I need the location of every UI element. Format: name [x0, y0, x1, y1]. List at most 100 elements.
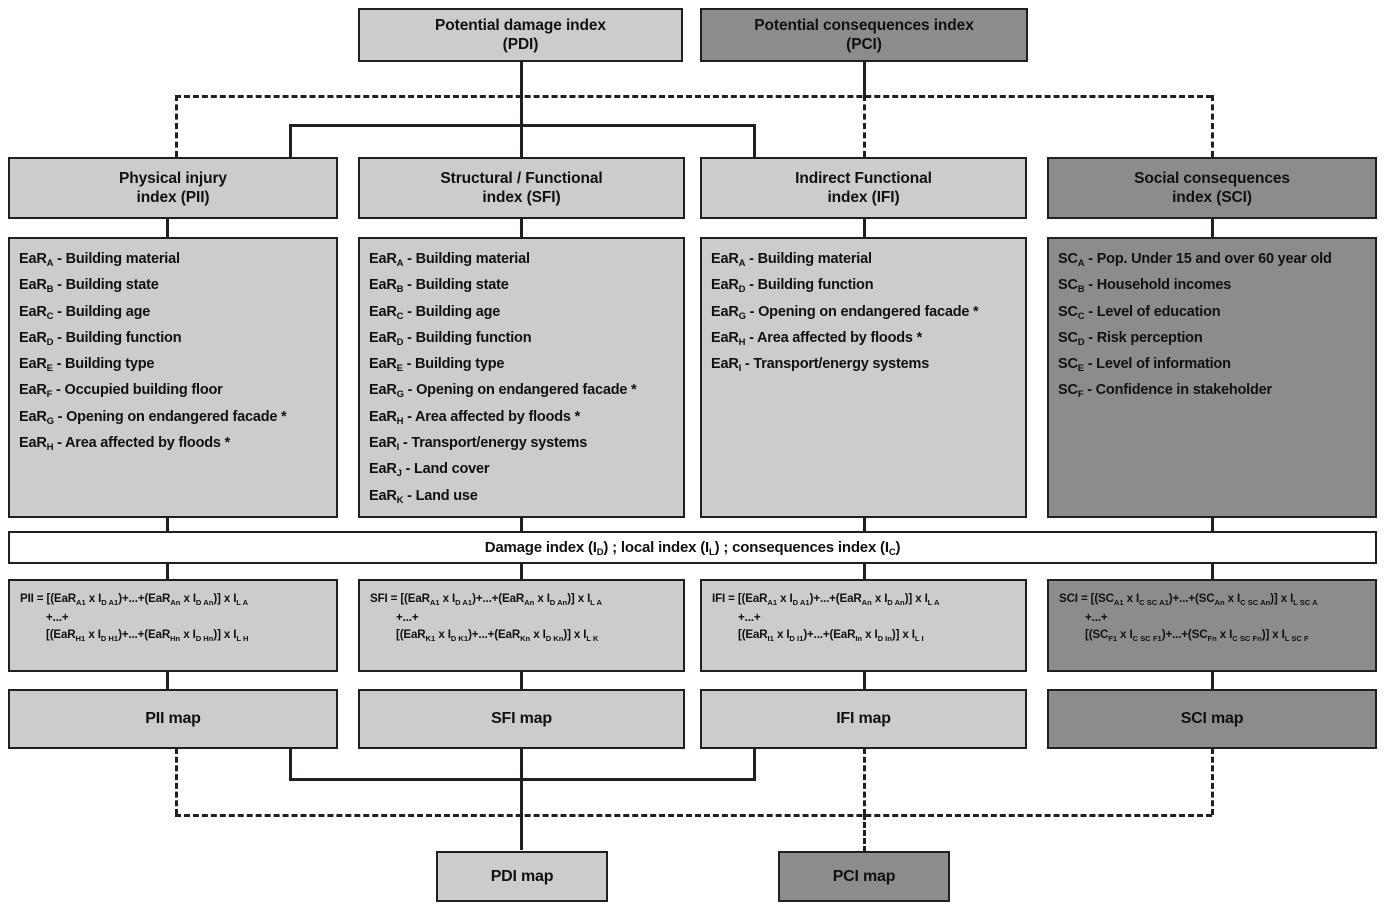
indicator-label: - Occupied building floor — [52, 382, 223, 399]
indicator-subscript: C — [396, 310, 404, 322]
connector-solid-bracket-right — [753, 124, 756, 157]
indicator-code: EaR — [369, 408, 397, 425]
connector-pii-list-to-banner — [166, 518, 169, 533]
indicator-label: - Transport/energy systems — [741, 356, 930, 373]
connector-dashed-up-ifi-map — [863, 748, 866, 815]
node-sfi-map[interactable]: SFI map — [358, 689, 685, 749]
indicator-subscript: I — [738, 363, 742, 375]
list-item: EaRA - Building material — [711, 247, 1025, 273]
node-pci-map[interactable]: PCI map — [778, 851, 950, 902]
formula-text: x I — [1123, 592, 1140, 605]
connector-ifi-header-to-list — [863, 218, 866, 238]
indicator-subscript: F — [1077, 389, 1084, 401]
formula-sub: D An — [887, 597, 905, 607]
connector-ifi-formula-to-map — [863, 672, 866, 690]
indicator-label: - Area affected by floods * — [53, 435, 231, 452]
banner-sub: L — [709, 547, 715, 558]
formula-text: x I — [862, 628, 878, 641]
indicator-label: - Transport/energy systems — [399, 435, 588, 452]
list-sci-indicators: SCA - Pop. Under 15 and over 60 year old… — [1047, 237, 1377, 518]
connector-banner-to-sfi-formula — [520, 562, 523, 580]
node-sci-header[interactable]: Social consequences index (SCI) — [1047, 157, 1377, 219]
indicator-subscript: C — [46, 310, 54, 322]
node-pdi-map[interactable]: PDI map — [436, 851, 608, 902]
indicator-code: EaR — [19, 277, 47, 294]
connector-pii-header-to-list — [166, 218, 169, 238]
formula-text: +...+ — [738, 610, 761, 624]
index-definition-banner: Damage index (ID) ; local index (IL) ; c… — [8, 531, 1377, 564]
formula-sub: An — [524, 597, 535, 607]
node-pci[interactable]: Potential consequences index (PCI) — [700, 8, 1028, 62]
list-item: EaRG - Opening on endangered facade * — [711, 300, 1025, 326]
indicator-label: - Building function — [403, 329, 532, 346]
formula-sub: L H — [236, 633, 249, 643]
list-item: EaRK - Land use — [369, 484, 683, 510]
indicator-subscript: G — [396, 389, 404, 401]
indicator-label: - Opening on endangered facade * — [745, 303, 979, 320]
formula-text: [(SC — [1085, 628, 1109, 641]
indicator-label: - Building state — [53, 277, 159, 294]
formula-text: )+...+(EaR — [468, 628, 521, 641]
formula-sub: A1 — [767, 597, 778, 607]
formula-sub: L A — [236, 597, 249, 607]
indicator-code: SC — [1058, 382, 1078, 399]
formula-text: )] x I — [213, 628, 237, 641]
formula-sub: K1 — [425, 633, 436, 643]
formula-text: )] x I — [904, 592, 928, 605]
indicator-code: EaR — [369, 356, 397, 373]
list-item: SCA - Pop. Under 15 and over 60 year old — [1058, 247, 1375, 273]
node-pii-header[interactable]: Physical injury index (PII) — [8, 157, 338, 219]
indicator-code: SC — [1058, 356, 1078, 373]
connector-sci-formula-to-map — [1211, 672, 1214, 690]
formula-sub: D I1 — [789, 633, 804, 643]
indicator-label: - Building material — [745, 251, 872, 267]
node-pii-map-label: PII map — [145, 710, 201, 727]
indicator-label: - Opening on endangered facade * — [403, 382, 637, 399]
formula-text: x I — [85, 628, 101, 641]
indicator-code: EaR — [711, 303, 739, 320]
list-item: EaRH - Area affected by floods * — [369, 405, 683, 431]
formula-text: x I — [773, 628, 790, 641]
list-item: EaRI - Transport/energy systems — [369, 431, 683, 457]
node-pii-map[interactable]: PII map — [8, 689, 338, 749]
list-item: EaRD - Building function — [711, 273, 1025, 299]
indicator-subscript: A — [46, 258, 54, 269]
banner-text: ) ; local index (I — [603, 539, 709, 556]
indicator-code: EaR — [19, 356, 47, 373]
indicator-label: - Risk perception — [1084, 329, 1203, 346]
node-sfi-header[interactable]: Structural / Functional index (SFI) — [358, 157, 685, 219]
node-sci-map[interactable]: SCI map — [1047, 689, 1377, 749]
indicator-subscript: B — [46, 284, 54, 296]
formula-sub: C SC F1 — [1132, 633, 1162, 643]
indicator-subscript: E — [46, 363, 53, 375]
formula-text: +...+ — [1085, 610, 1108, 624]
node-ifi-map[interactable]: IFI map — [700, 689, 1027, 749]
formula-sub: Fn — [1207, 633, 1217, 643]
formula-text: +...+ — [46, 610, 69, 624]
connector-banner-to-pii-formula — [166, 562, 169, 580]
indicator-code: EaR — [19, 251, 47, 267]
formula-text: x I — [777, 592, 793, 605]
indicator-code: EaR — [369, 461, 397, 478]
node-pdi[interactable]: Potential damage index (PDI) — [358, 8, 683, 62]
formula-sub: C SC A1 — [1139, 597, 1169, 607]
formula-sub: An — [170, 597, 181, 607]
formula-sub: Kn — [520, 633, 531, 643]
indicator-label: - Building material — [403, 251, 530, 267]
formula-text: x I — [439, 592, 456, 605]
connector-dashed-to-pci-map — [863, 814, 866, 852]
indicator-label: - Building age — [53, 303, 151, 320]
banner-sub: D — [596, 547, 604, 558]
indicator-subscript: E — [396, 363, 403, 375]
node-pci-line2: (PCI) — [846, 36, 882, 53]
connector-dashed-down-sci — [1211, 95, 1214, 157]
indicator-subscript: H — [46, 442, 54, 454]
indicator-label: - Building material — [53, 251, 180, 267]
indicator-label: - Opening on endangered facade * — [53, 408, 287, 425]
formula-sub: An — [1214, 597, 1225, 607]
formula-line: [(EaRI1 x ID I1)+...+(EaRIn x ID In)] x … — [712, 626, 1025, 645]
node-ifi-header[interactable]: Indirect Functional index (IFI) — [700, 157, 1027, 219]
formula-line: +...+ — [20, 609, 336, 627]
